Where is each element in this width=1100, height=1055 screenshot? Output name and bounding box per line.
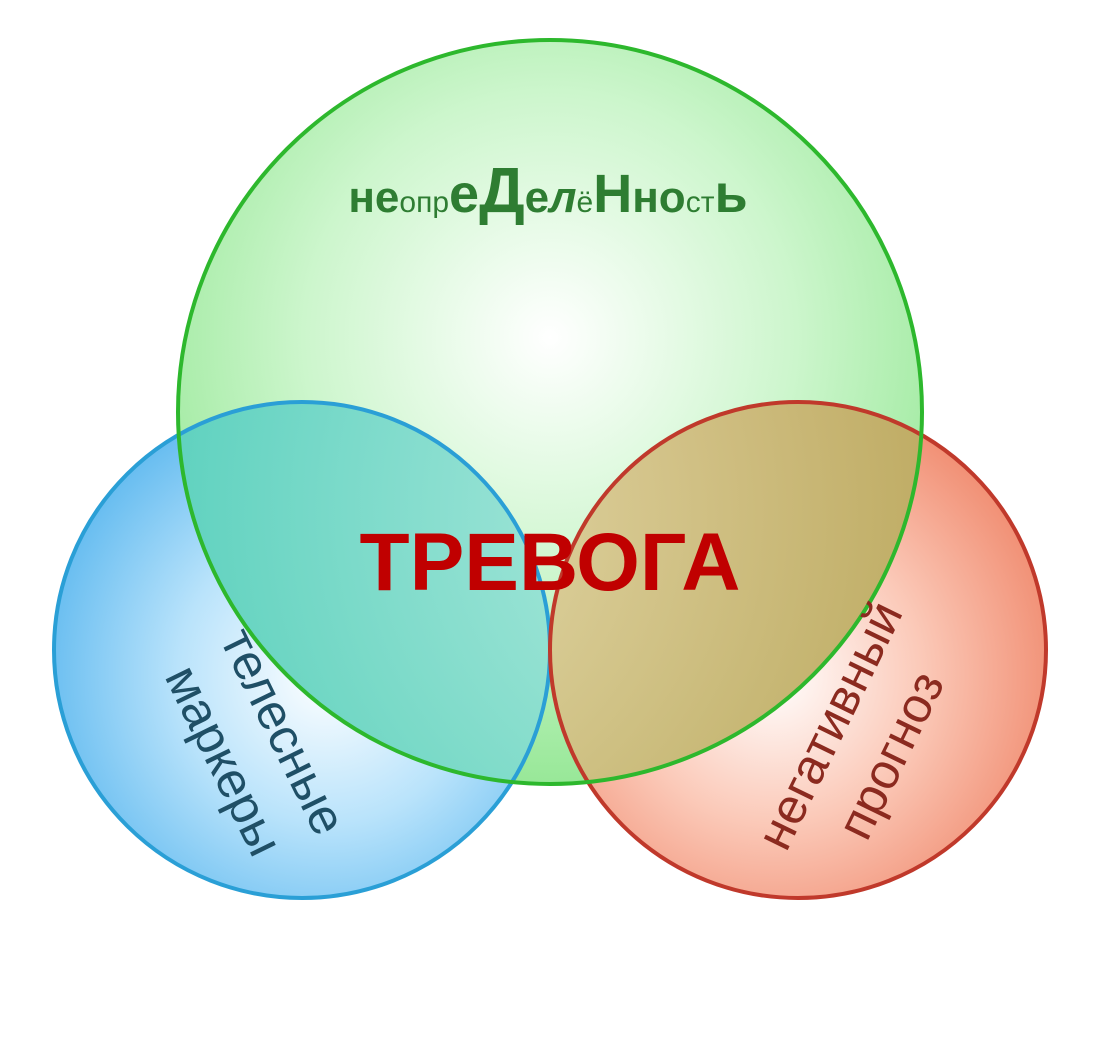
top-label-char: е xyxy=(449,164,479,224)
top-label-char: н xyxy=(632,173,659,222)
top-label-char: ь xyxy=(714,164,747,224)
top-label-char: н xyxy=(348,173,375,222)
top-label-uncertainty: неопреДелёНность xyxy=(348,154,747,226)
top-label-char: р xyxy=(432,186,449,219)
top-label-char: Н xyxy=(593,164,632,224)
green-circle-outline xyxy=(176,38,924,786)
center-label-anxiety: ТРЕВОГА xyxy=(360,517,741,608)
top-label-char: о xyxy=(399,186,416,219)
top-label-char: о xyxy=(659,173,686,222)
top-label-char: е xyxy=(375,173,399,222)
top-label-char: п xyxy=(416,186,432,219)
top-label-char: л xyxy=(547,173,576,222)
top-label-char: т xyxy=(701,186,715,219)
top-label-char: е xyxy=(525,173,549,222)
top-label-char: ё xyxy=(577,186,594,219)
red-circle-outline xyxy=(548,400,1048,900)
top-label-char: с xyxy=(686,186,701,219)
top-label-char: Д xyxy=(479,154,525,226)
